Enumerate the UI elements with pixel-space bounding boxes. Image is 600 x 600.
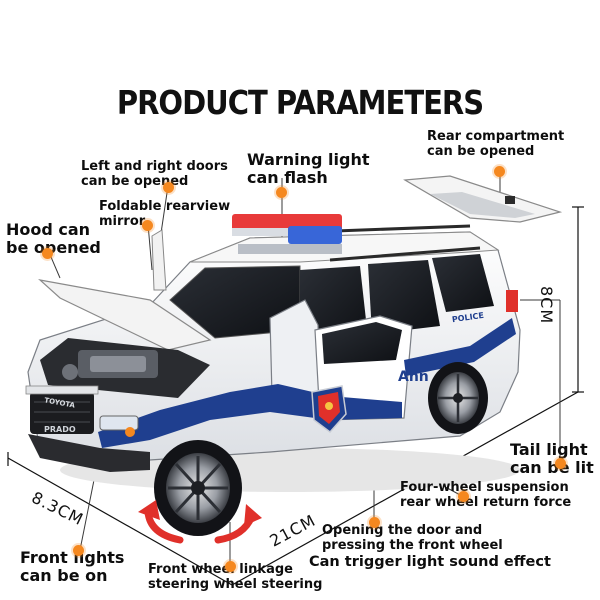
door-press-marker (369, 517, 380, 528)
rear-wheel (428, 362, 488, 434)
page-title: PRODUCT PARAMETERS (116, 83, 484, 123)
warning-light-marker (276, 187, 287, 198)
sound-effect-label: Can trigger light sound effect (309, 554, 551, 570)
steering-marker (225, 561, 236, 572)
rear-compartment-label: Rear compartment can be opened (427, 129, 565, 159)
height-dimension: 8CM (537, 286, 556, 325)
front-wheel (154, 440, 242, 536)
doors-marker (163, 182, 174, 193)
front-lights-label: Front lights can be on (20, 548, 125, 585)
door-press-label: Opening the door and pressing the front … (322, 523, 503, 553)
hood-marker (42, 248, 53, 259)
hood-label: Hood can be opened (6, 220, 101, 257)
tail-light-label: Tail light can be lit (510, 440, 594, 477)
doors-label: Left and right doors can be opened (81, 159, 228, 189)
mirror-marker (142, 220, 153, 231)
rear-compartment-marker (494, 166, 505, 177)
suspension-label: Four-wheel suspension rear wheel return … (400, 480, 572, 510)
warning-light-label: Warning light can flash (247, 150, 370, 187)
front-lights-marker (73, 545, 84, 556)
steering-label: Front wheel linkage steering wheel steer… (148, 562, 323, 592)
model-badge: PRADO (44, 425, 76, 434)
suspension-marker (458, 491, 469, 502)
door-text: Ann (398, 369, 429, 385)
mirror-label: Foldable rearview mirror (99, 199, 231, 229)
tail-light-marker (555, 458, 566, 469)
